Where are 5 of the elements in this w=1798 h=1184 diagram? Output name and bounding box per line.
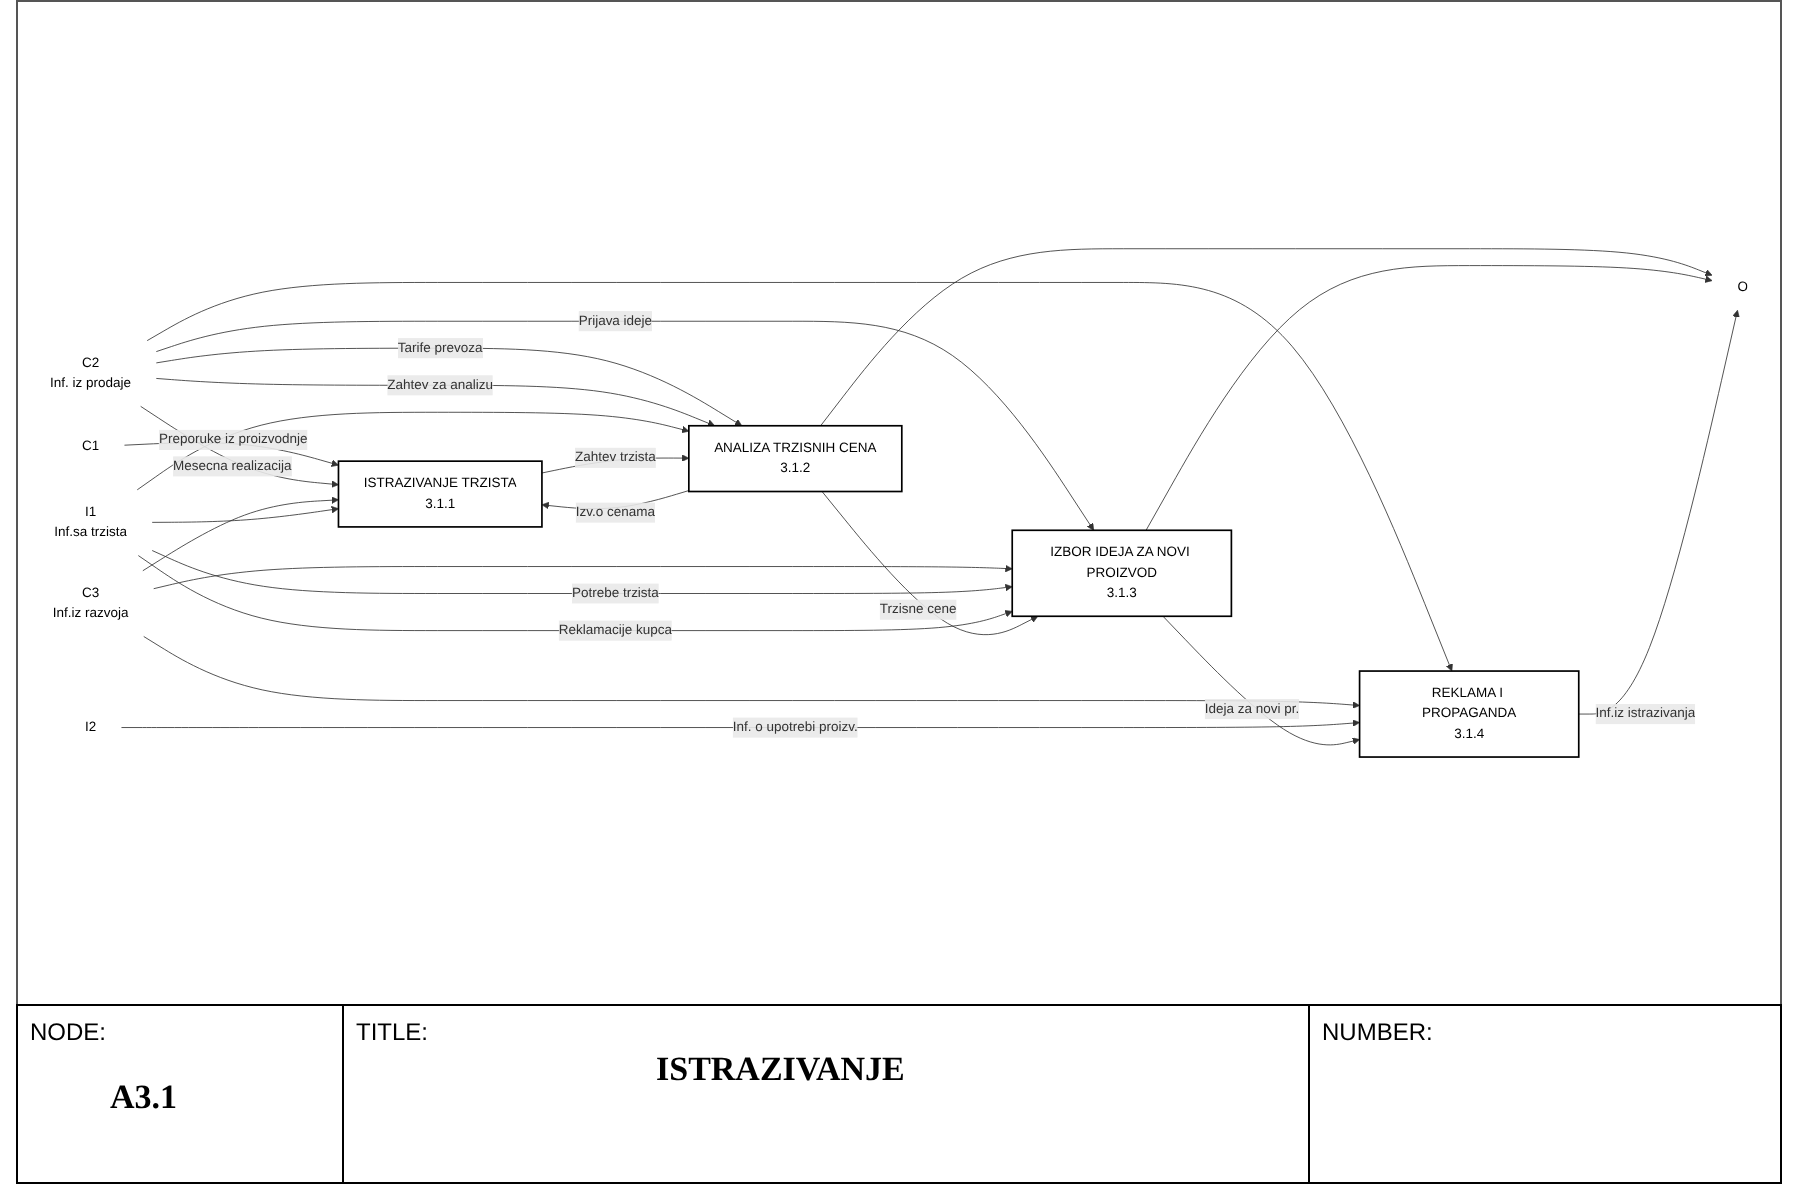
field-caption: NUMBER: [1322, 1018, 1433, 1046]
field-caption: TITLE: [356, 1018, 429, 1046]
node-number: A3.1 [110, 1078, 178, 1118]
diagram-title: ISTRAZIVANJE [656, 1050, 905, 1090]
field-caption: NODE: [30, 1018, 107, 1046]
